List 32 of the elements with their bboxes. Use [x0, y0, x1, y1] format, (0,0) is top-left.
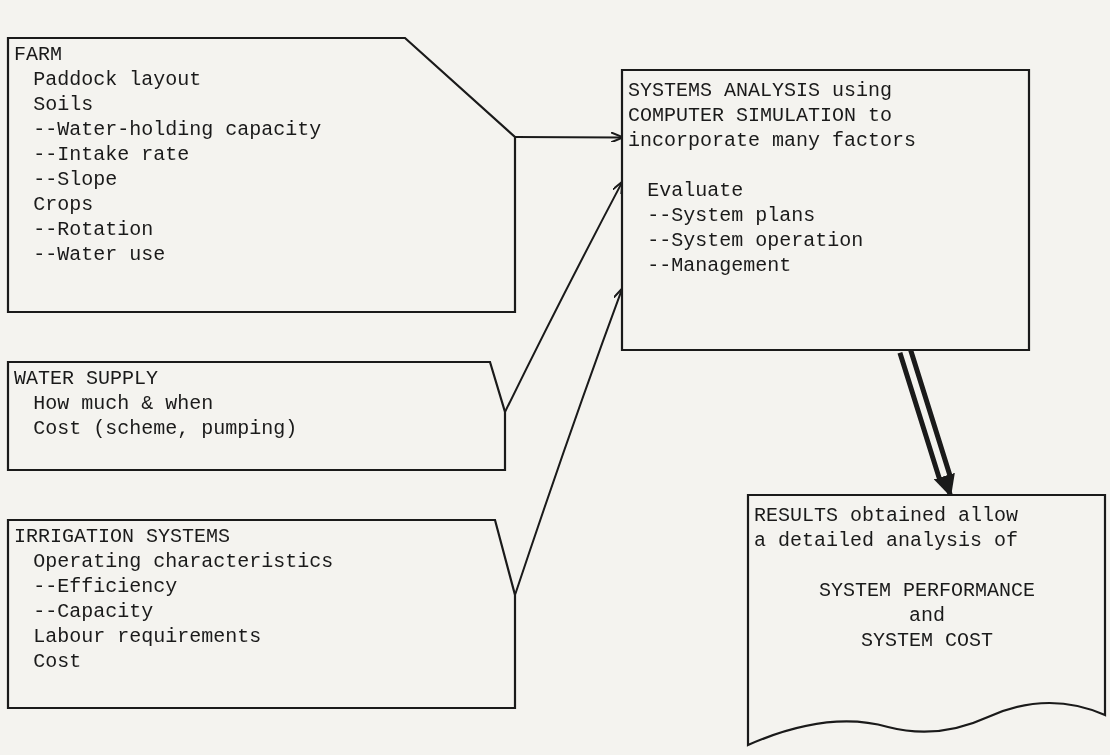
list-item: How much & when — [32, 391, 214, 416]
result-text: RESULTS obtained allow a detailed analysis of — [754, 503, 1020, 553]
list-item: --Efficiency — [32, 574, 178, 599]
list-item: --Water-holding capacity — [32, 117, 322, 142]
process-box — [622, 70, 1030, 351]
list-item: Labour requirements — [32, 624, 262, 649]
list-item: Paddock layout — [32, 67, 202, 92]
centered-text: and — [909, 603, 945, 628]
input-box — [8, 38, 516, 313]
list-item: --Capacity — [32, 599, 154, 624]
box-heading: FARM — [14, 42, 62, 67]
box-heading: WATER SUPPLY — [14, 366, 159, 391]
list-item: --Intake rate — [32, 142, 190, 167]
list-item: Cost — [32, 649, 82, 674]
list-item: --Water use — [32, 242, 166, 267]
list-item: --Management — [646, 253, 792, 278]
list-item: --System operation — [646, 228, 864, 253]
centered-text: SYSTEM COST — [861, 628, 993, 653]
list-item: Evaluate — [646, 178, 744, 203]
document-shape — [748, 495, 1106, 747]
input-box — [8, 520, 516, 709]
list-item: Cost (scheme, pumping) — [32, 416, 298, 441]
list-item: --Slope — [32, 167, 118, 192]
centered-text: SYSTEM PERFORMANCE — [818, 578, 1035, 603]
box-heading: SYSTEMS ANALYSIS using COMPUTER SIMULATION to incorporate many factors — [628, 78, 918, 153]
box-heading: IRRIGATION SYSTEMS — [14, 524, 231, 549]
list-item: --System plans — [646, 203, 816, 228]
list-item: Operating characteristics — [32, 549, 334, 574]
list-item: --Rotation — [32, 217, 154, 242]
input-box — [8, 362, 506, 471]
list-item: Soils — [32, 92, 94, 117]
list-item: Crops — [32, 192, 94, 217]
